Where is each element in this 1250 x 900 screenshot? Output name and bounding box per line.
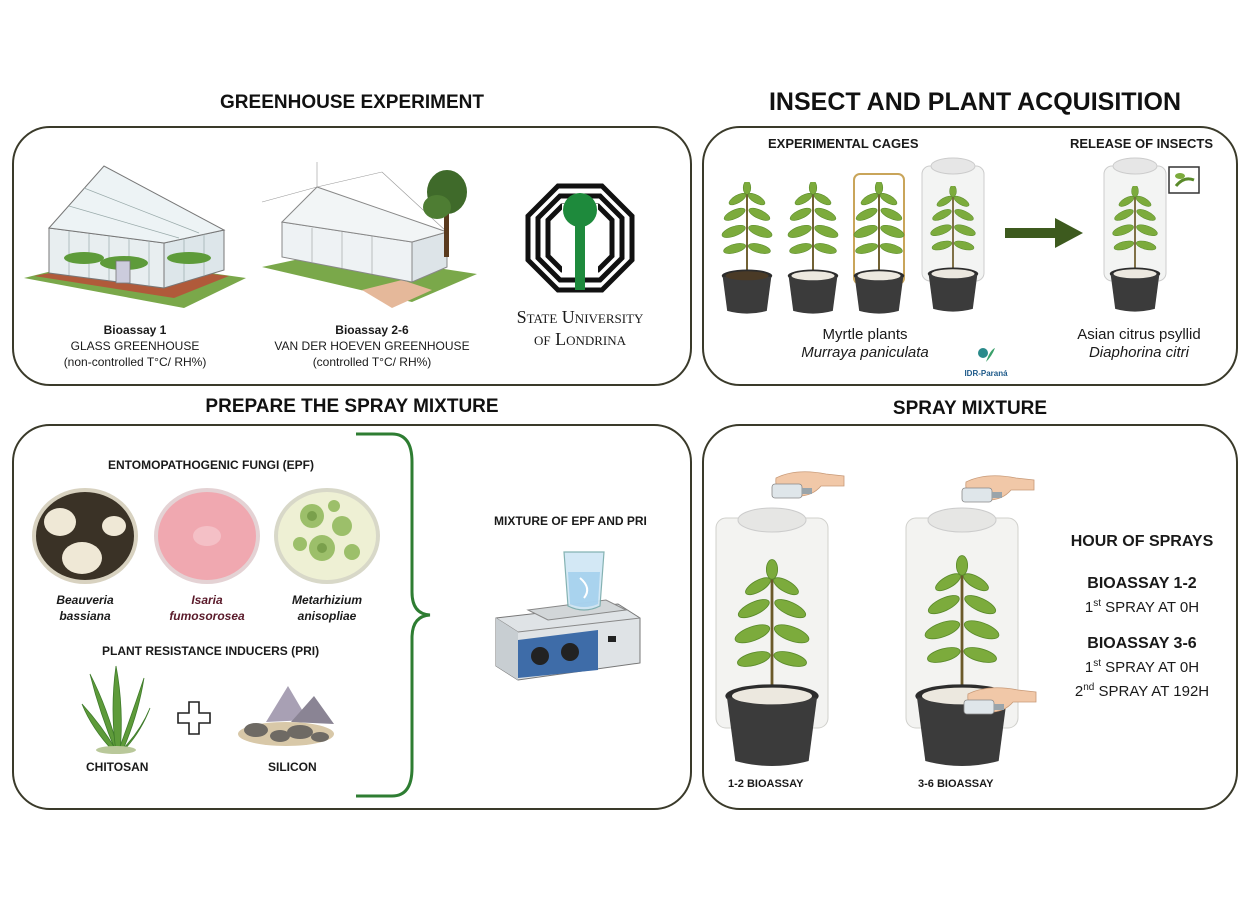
pri-label: PLANT RESISTANCE INDUCERS (PRI) xyxy=(102,644,320,658)
bioassay-3-6-heading: BIOASSAY 3-6 xyxy=(1087,635,1197,652)
right-arrow xyxy=(1005,218,1083,248)
fungus-3-species: anisopliae xyxy=(297,609,357,623)
spray-time: SPRAY AT 192H xyxy=(1094,683,1210,700)
van-der-hoeven-greenhouse-illustration xyxy=(261,162,477,308)
release-cage xyxy=(1103,157,1167,312)
fungus-2-caption: Isaria fumosorosea xyxy=(152,592,262,624)
spray-ordinal: 2 xyxy=(1074,683,1084,700)
bioassay1-conditions: (non-controlled T°C/ RH%) xyxy=(63,355,207,369)
myrtle-species: Murraya paniculata xyxy=(801,344,929,361)
bioassay1-caption: Bioassay 1 GLASS GREENHOUSE (non-control… xyxy=(40,322,230,370)
metarhizium-dish xyxy=(274,488,380,584)
beauveria-dish xyxy=(32,488,138,584)
spray-title: SPRAY MIXTURE xyxy=(892,398,1048,419)
bioassay2-caption: Bioassay 2-6 VAN DER HOEVEN GREENHOUSE (… xyxy=(272,322,472,370)
mixture-label: MIXTURE OF EPF AND PRI xyxy=(494,514,647,528)
myrtle-plant-1 xyxy=(719,182,775,314)
cage-2-label: 3-6 BIOASSAY xyxy=(918,778,994,790)
myrtle-plant-2 xyxy=(785,182,841,314)
psyllid-caption: Asian citrus psyllid Diaphorina citri xyxy=(1064,326,1214,362)
psyllid-icon xyxy=(1168,166,1200,194)
chitosan-seaweed-illustration xyxy=(81,665,151,754)
silicon-rocks-illustration xyxy=(238,686,334,746)
university-logo xyxy=(525,183,635,293)
silicon-label: SILICON xyxy=(268,760,317,774)
bioassay2-place: VAN DER HOEVEN GREENHOUSE xyxy=(274,339,470,353)
idr-parana-logo: IDR-Paraná xyxy=(960,346,1012,378)
epf-label: ENTOMOPATHOGENIC FUNGI (EPF) xyxy=(108,458,314,472)
chitosan-label: CHITOSAN xyxy=(86,760,149,774)
fungus-3-genus: Metarhizium xyxy=(291,593,362,607)
spray-time: SPRAY AT 0H xyxy=(1101,599,1200,616)
bioassay-1-2-spray-1: 1st SPRAY AT 0H xyxy=(1054,594,1230,618)
bioassay-3-6-spray-1: 1st SPRAY AT 0H xyxy=(1054,654,1230,678)
university-name-line1: State University xyxy=(516,307,644,327)
fungus-2-species: fumosorosea xyxy=(169,609,245,623)
bioassay2-name: Bioassay 2-6 xyxy=(335,323,409,337)
magnetic-stirrer-illustration xyxy=(495,551,641,681)
university-name-line2: of Londrina xyxy=(533,329,627,349)
grouping-brace xyxy=(356,432,431,798)
experimental-cages-label: EXPERIMENTAL CAGES xyxy=(768,136,919,151)
spray-ordinal-suffix: st xyxy=(1093,598,1101,609)
hour-of-sprays-heading: HOUR OF SPRAYS xyxy=(1070,533,1214,550)
cage-1-label: 1-2 BIOASSAY xyxy=(728,778,804,790)
prepare-title: PREPARE THE SPRAY MIXTURE xyxy=(205,396,499,417)
spray-ordinal: 1 xyxy=(1084,659,1094,676)
spray-cage-2 xyxy=(905,475,1037,766)
idr-parana-text: IDR-Paraná xyxy=(964,369,1008,378)
university-name: State University of Londrina xyxy=(505,306,655,350)
fungus-1-species: bassiana xyxy=(59,609,111,623)
spray-cage-1 xyxy=(715,471,845,766)
acquisition-title: INSECT AND PLANT ACQUISITION xyxy=(768,88,1182,116)
fungus-1-genus: Beauveria xyxy=(56,593,114,607)
greenhouse-title: GREENHOUSE EXPERIMENT xyxy=(220,92,484,113)
bioassay2-conditions: (controlled T°C/ RH%) xyxy=(312,355,432,369)
spray-ordinal-suffix: nd xyxy=(1083,682,1095,693)
spray-ordinal: 1 xyxy=(1084,599,1094,616)
myrtle-plant-4-cage xyxy=(921,157,985,312)
glass-greenhouse-illustration xyxy=(24,165,246,308)
bioassay1-place: GLASS GREENHOUSE xyxy=(70,339,200,353)
myrtle-plant-3-frame xyxy=(851,173,907,314)
fungus-2-genus: Isaria xyxy=(191,593,223,607)
plus-icon xyxy=(177,701,211,735)
spray-time: SPRAY AT 0H xyxy=(1101,659,1200,676)
psyllid-name: Asian citrus psyllid xyxy=(1077,326,1201,343)
fungus-1-caption: Beauveria bassiana xyxy=(30,592,140,624)
bioassay1-name: Bioassay 1 xyxy=(103,323,167,337)
myrtle-caption: Myrtle plants Murraya paniculata xyxy=(790,326,940,362)
spray-ordinal-suffix: st xyxy=(1093,658,1101,669)
fungus-3-caption: Metarhizium anisopliae xyxy=(272,592,382,624)
release-of-insects-label: RELEASE OF INSECTS xyxy=(1070,136,1214,151)
myrtle-name: Myrtle plants xyxy=(822,326,908,343)
spray-schedule: HOUR OF SPRAYS BIOASSAY 1-2 1st SPRAY AT… xyxy=(1054,532,1230,702)
bioassay-1-2-heading: BIOASSAY 1-2 xyxy=(1087,575,1197,592)
isaria-dish xyxy=(154,488,260,584)
bioassay-3-6-spray-2: 2nd SPRAY AT 192H xyxy=(1054,678,1230,702)
psyllid-species: Diaphorina citri xyxy=(1088,344,1190,361)
